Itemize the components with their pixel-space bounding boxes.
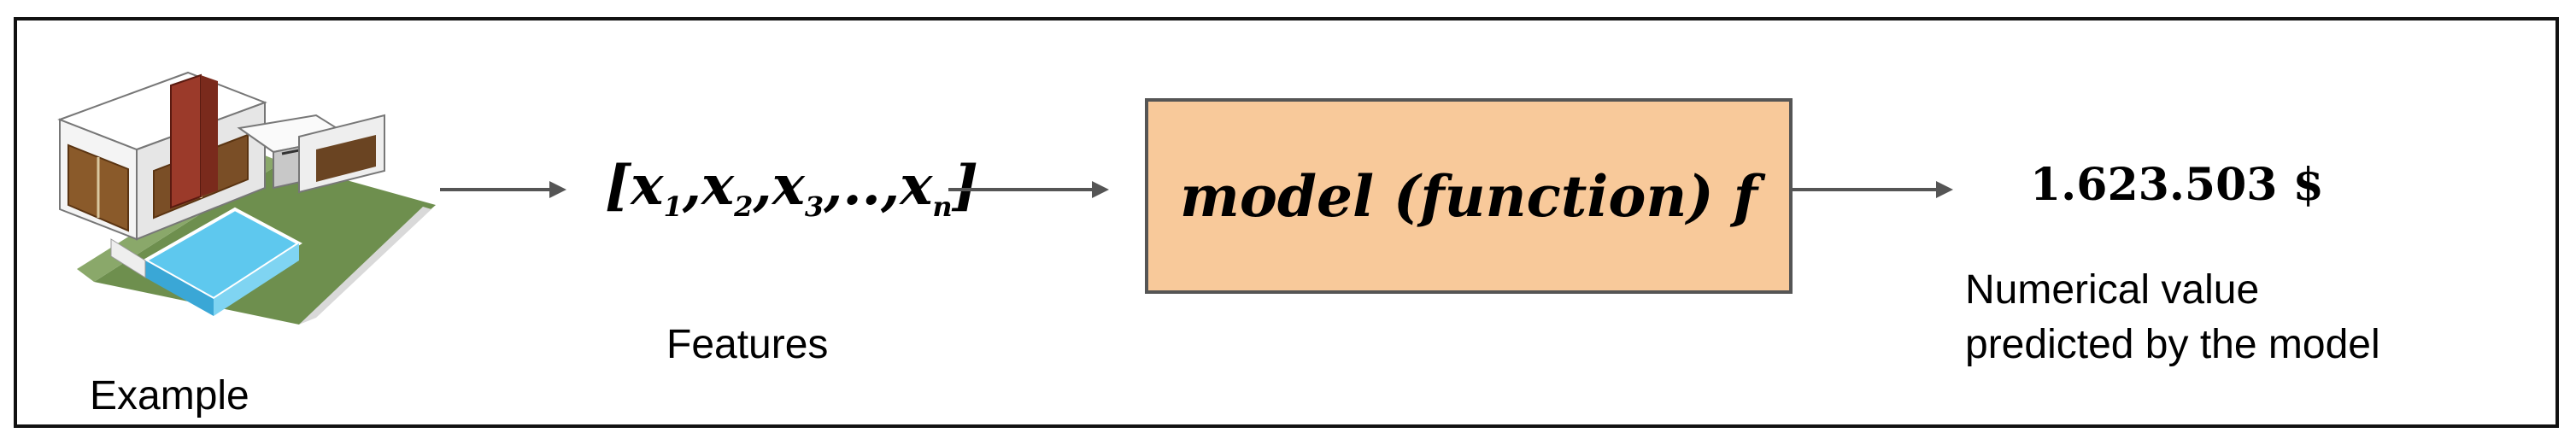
feature-x1: x <box>631 154 664 218</box>
output-caption-line1: Numerical value <box>1965 267 2260 313</box>
arrow-features-to-model <box>948 177 1111 202</box>
model-box: model (function) f <box>1145 98 1793 294</box>
feature-x3-subscript: 3 <box>804 190 824 223</box>
open-bracket: [ <box>605 154 631 218</box>
features-label: Features <box>666 322 829 367</box>
model-label: model (function) f <box>1180 162 1757 230</box>
comma: , <box>682 154 701 218</box>
feature-xn: x <box>900 154 933 218</box>
features-vector: [x1,x2,x3,..,xn] <box>605 154 978 223</box>
example-label: Example <box>90 373 249 418</box>
arrow-model-to-output <box>1793 177 1955 202</box>
arrow-example-to-features <box>440 177 568 202</box>
feature-x1-subscript: 1 <box>663 190 683 223</box>
output-value: 1.623.503 $ <box>2030 159 2324 211</box>
output-caption-line2: predicted by the model <box>1965 322 2380 367</box>
comma: , <box>824 154 843 218</box>
ellipsis: .., <box>842 154 901 218</box>
feature-x2-subscript: 2 <box>734 190 754 223</box>
close-bracket: ] <box>952 154 978 218</box>
comma: , <box>753 154 772 218</box>
feature-x3: x <box>772 154 805 218</box>
house-icon <box>43 68 436 325</box>
feature-xn-subscript: n <box>932 190 953 223</box>
feature-x2: x <box>701 154 735 218</box>
